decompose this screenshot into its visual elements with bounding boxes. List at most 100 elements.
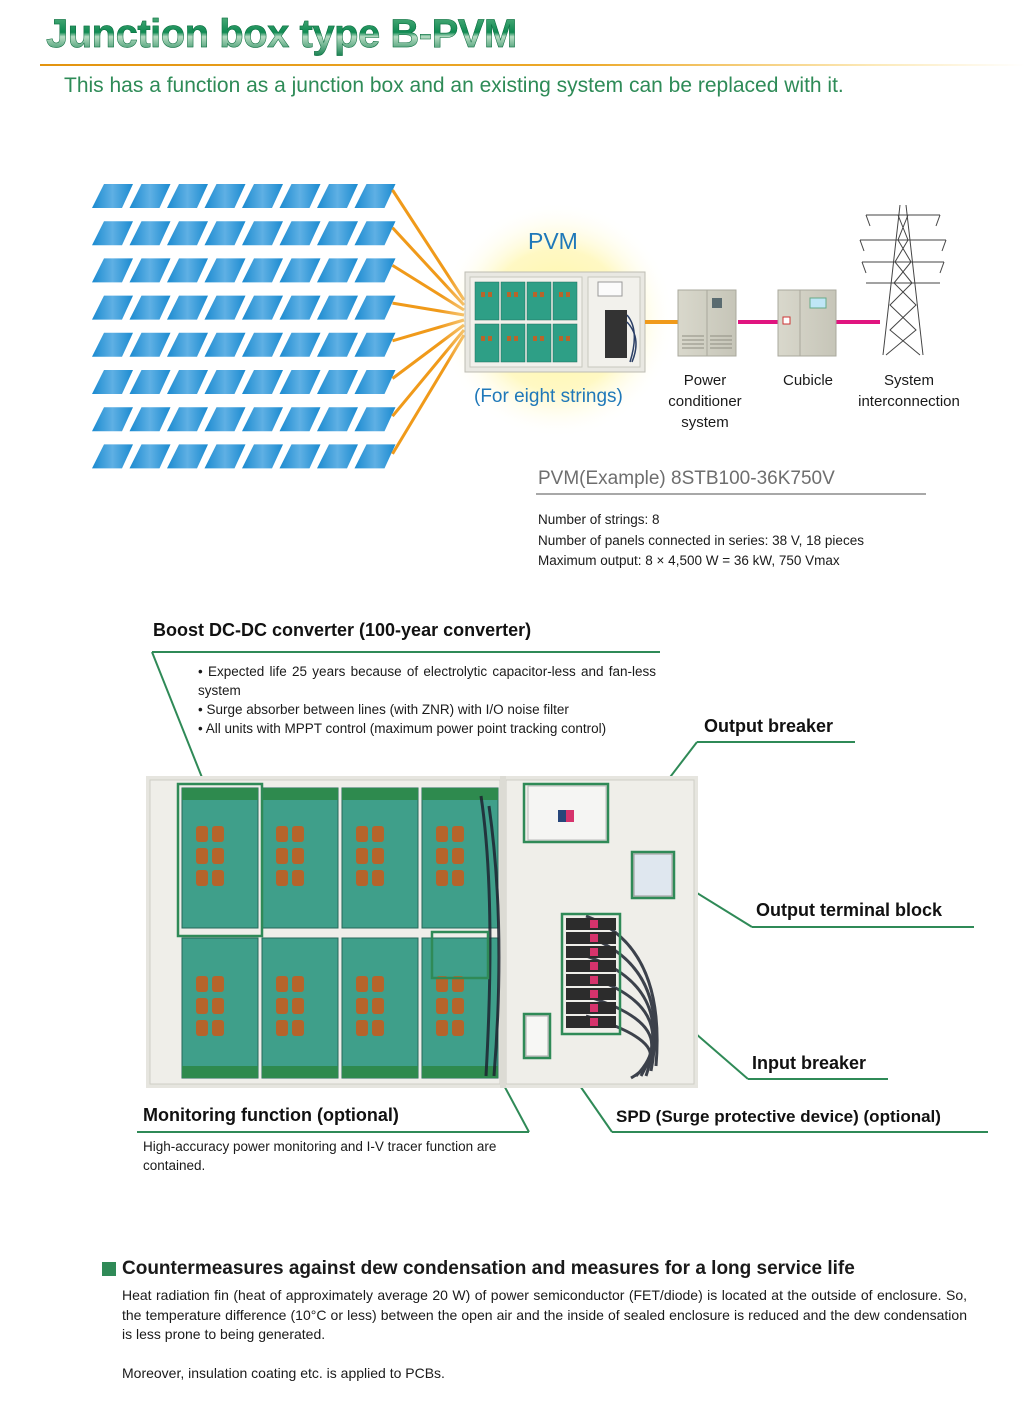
board-connector-strip [342,788,418,800]
solar-panel [167,407,208,432]
highlight-output-terminal [630,850,676,900]
breaker-toggle [590,990,598,998]
transmission-tower-icon [859,204,947,356]
inductor-coil [212,998,224,1014]
inductor-coil [292,976,304,992]
board-connector-strip [342,1066,418,1078]
label-line: System [883,372,934,389]
highlight-spd [522,1012,552,1060]
inductor-coil [452,826,464,842]
power-conditioner-label: Power conditioner system [660,370,750,433]
solar-panel [92,295,133,320]
inductor-coil [196,976,208,992]
example-title: PVM(Example) 8STB100-36K750V [538,468,835,489]
solar-panel [354,444,396,469]
breaker-toggle [590,920,598,928]
inductor-coil [436,870,448,886]
page-subtitle: This has a function as a junction box an… [64,74,844,97]
board-connector-strip [262,1066,338,1078]
callout-rule [137,1131,529,1133]
output-breaker-label: Output breaker [704,716,834,736]
breaker-toggle [590,1004,598,1012]
breaker-toggle [590,962,598,970]
inductor-coil [452,870,464,886]
inductor-coil [356,976,368,992]
solar-panel-array [92,184,396,469]
solar-panel [242,184,283,208]
solar-panel [204,258,246,283]
inductor-coil [452,976,464,992]
board-connector-strip [182,1066,258,1078]
input-breakers [566,918,616,1028]
spd-label: SPD (Surge protective device) (optional) [616,1107,941,1126]
solar-panel [204,295,246,320]
inductor-coil [196,870,208,886]
section-heading: Countermeasures against dew condensation… [102,1258,855,1280]
solar-panel [317,407,358,432]
inductor-coil [356,870,368,886]
board-connector-strip [262,788,338,800]
inductor-coil [356,998,368,1014]
inductor-coil [196,848,208,864]
solar-panel [129,184,171,208]
solar-panel [242,444,283,469]
solar-panel [242,295,283,320]
monitoring-description: High-accuracy power monitoring and I-V t… [143,1139,497,1173]
inductor-coil [436,1020,448,1036]
junction-box-photo [146,776,698,1088]
breaker-toggle [590,1018,598,1026]
system-interconnection-label: System interconnection [848,370,970,412]
solar-panel [242,370,283,394]
solar-panel [242,407,283,432]
board-connector-strip [182,788,258,800]
breaker-toggle [590,948,598,956]
highlight-boost [176,782,264,938]
inductor-coil [212,976,224,992]
inductor-coil [436,848,448,864]
inductor-coil [196,1020,208,1036]
inductor-coil [212,1020,224,1036]
bullet-item: • All units with MPPT control (maximum p… [198,721,607,736]
inductor-coil [372,1020,384,1036]
solar-panel [279,370,321,394]
solar-panel [129,258,171,283]
inductor-coil [436,976,448,992]
solar-panel [242,221,283,246]
label-line: conditioner [668,393,742,410]
solar-panel [92,332,133,357]
callout-rule [748,1078,888,1080]
inductor-coil [196,998,208,1014]
solar-panel [204,370,246,394]
spec-item: Maximum output: 8 × 4,500 W = 36 kW, 750… [538,553,840,568]
board-connector-strip [422,1066,498,1078]
solar-panel [279,332,321,357]
inductor-coil [292,998,304,1014]
solar-panel [279,407,321,432]
solar-panel [279,444,321,469]
solar-panel [129,221,171,246]
inductor-coil [372,848,384,864]
inductor-coil [276,848,288,864]
solar-panel [354,184,396,208]
breaker-toggle [590,934,598,942]
solar-panel [167,444,208,469]
solar-panel [129,370,171,394]
solar-panel [354,221,396,246]
inductor-coil [212,826,224,842]
label-line: system [681,414,729,431]
output-terminal-block-label: Output terminal block [756,900,943,920]
solar-panel [167,295,208,320]
pvm-label: PVM [528,228,578,254]
callout-rule [752,926,974,928]
converter-board [181,787,259,929]
solar-panel [167,258,208,283]
monitoring-title: Monitoring function (optional) [143,1105,399,1125]
solar-panel [129,407,171,432]
solar-panel [279,184,321,208]
callout-rule [697,741,855,743]
solar-panel [279,295,321,320]
solar-panel [317,295,358,320]
inductor-coil [436,998,448,1014]
pvm-sub-label: (For eight strings) [474,386,623,407]
inductor-coil [292,826,304,842]
